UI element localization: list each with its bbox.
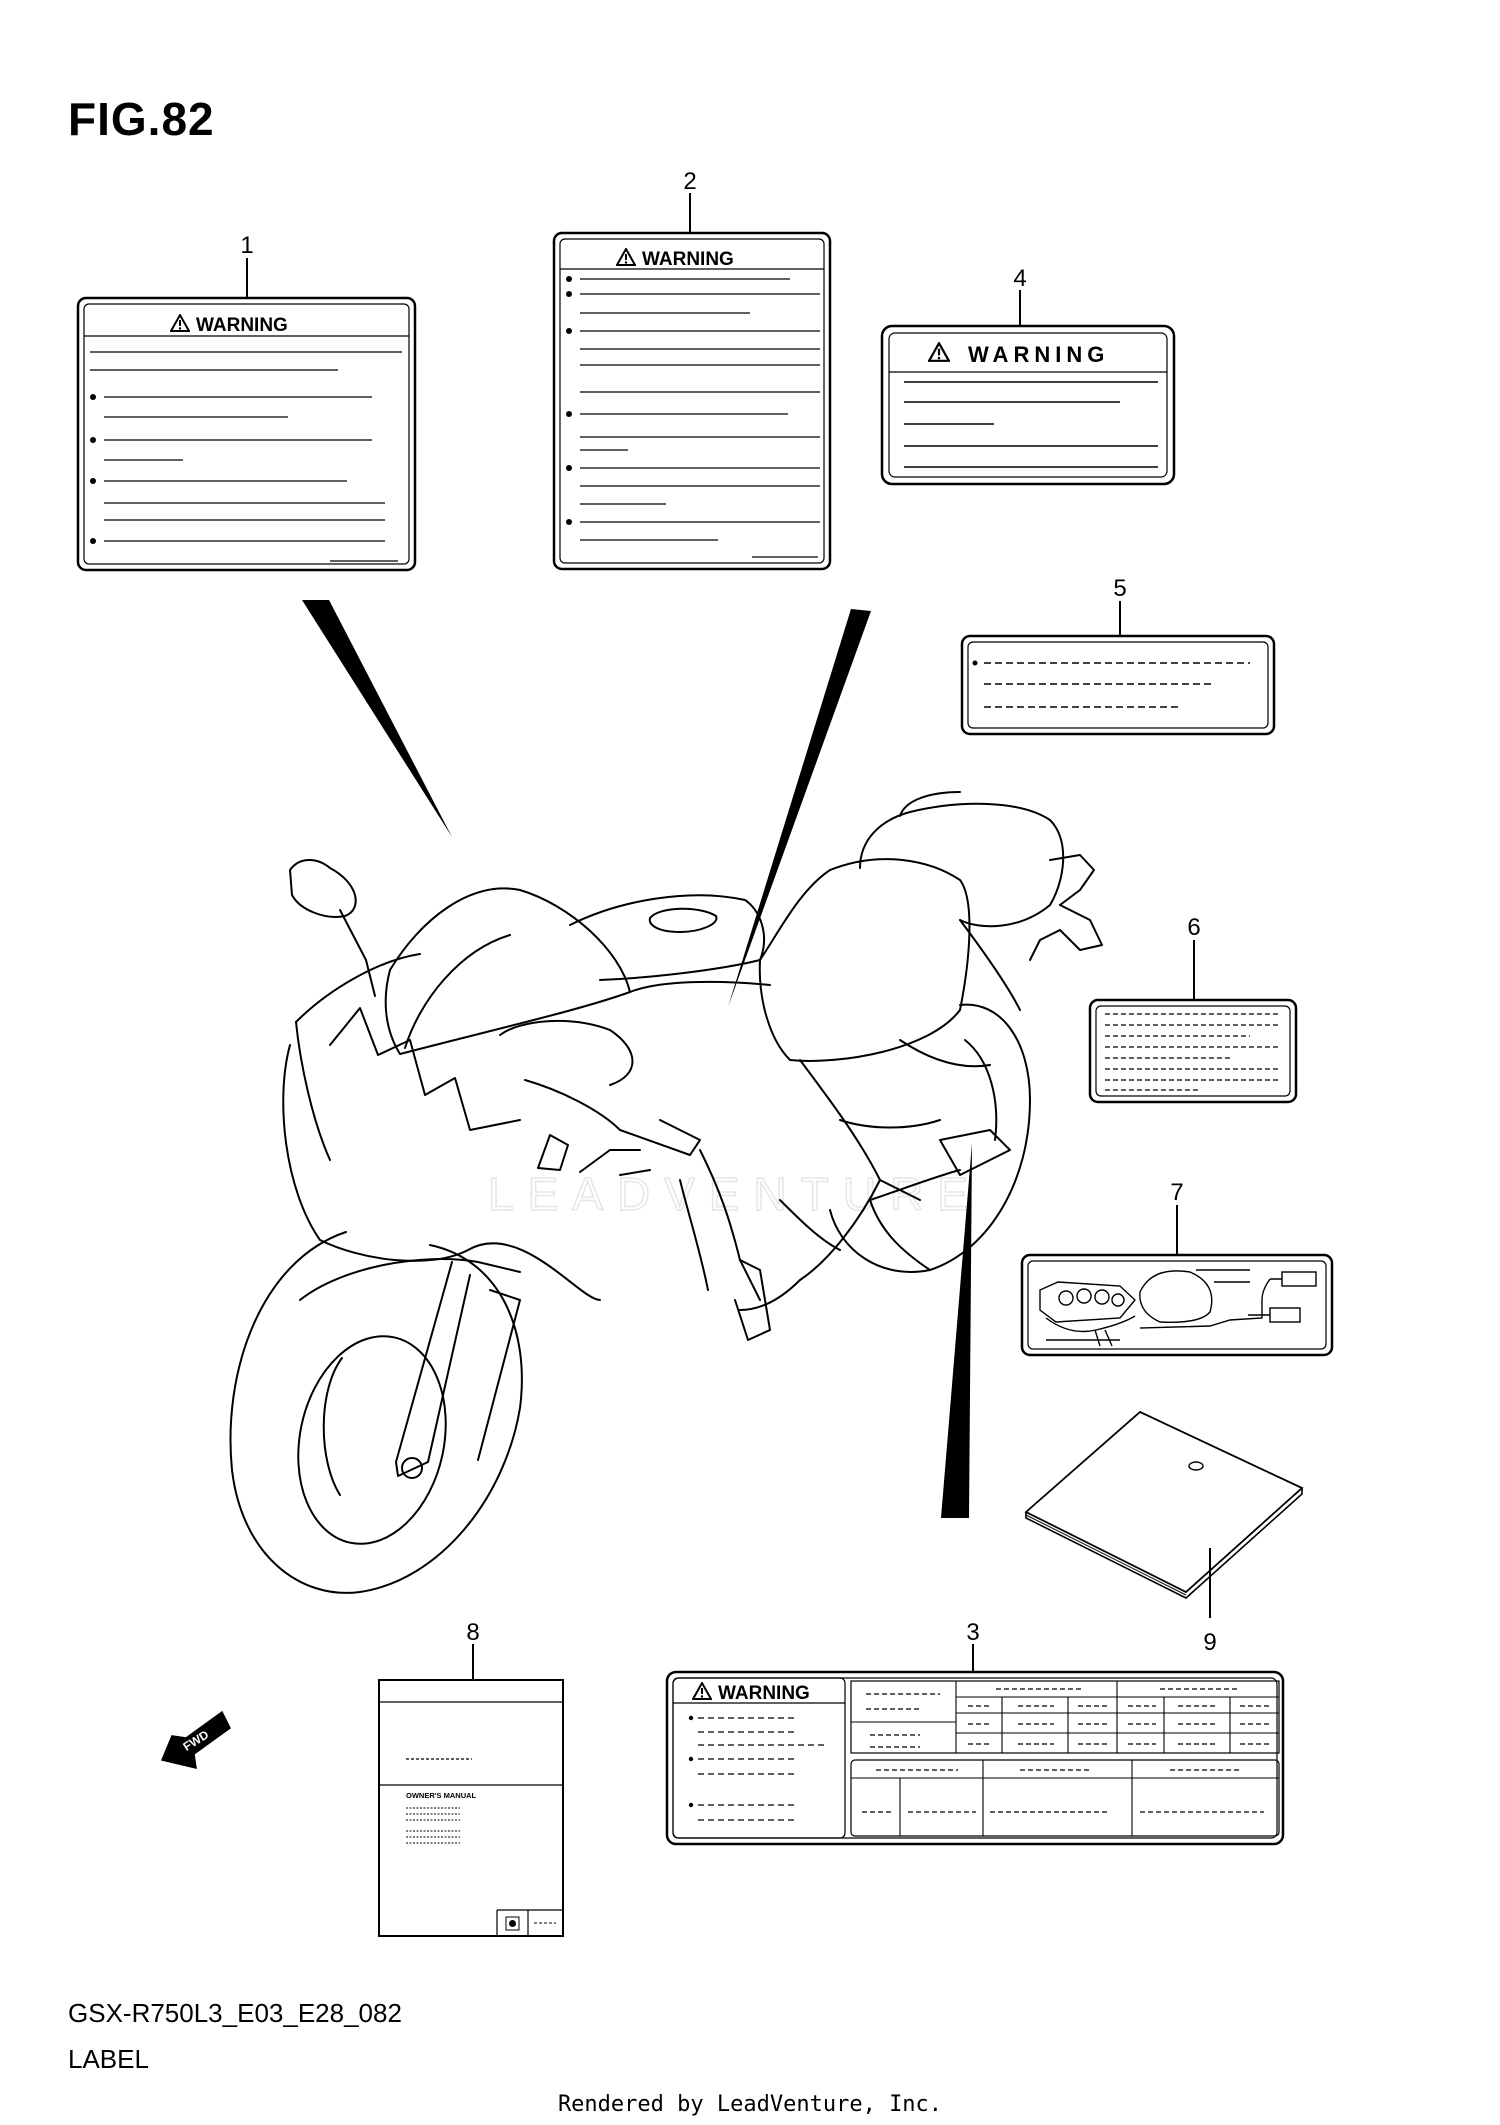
warning-heading: WARNING (968, 342, 1109, 367)
label-7[interactable]: 7 (1020, 1179, 1334, 1357)
item-9-booklet[interactable]: 9 (1024, 1410, 1304, 1656)
item-8-owners-manual[interactable]: 8 OWNER'S MANUAL (378, 1619, 564, 1937)
warning-heading: WARNING (642, 249, 734, 270)
label-5[interactable]: 5 (960, 575, 1276, 736)
callout-9: 9 (1203, 1629, 1216, 1656)
label-3[interactable]: 3 WARNING (665, 1619, 1285, 1846)
label-1[interactable]: 1 WARNING (76, 232, 417, 572)
motorcycle-outline (229, 791, 1103, 1594)
fwd-arrow-icon: FWD (160, 1710, 231, 1769)
section-name: LABEL (68, 2044, 149, 2074)
callout-6: 6 (1187, 914, 1200, 941)
brand-logo-icon (505, 1916, 520, 1931)
callout-4: 4 (1013, 265, 1026, 292)
callout-1: 1 (240, 232, 253, 259)
callout-5: 5 (1113, 575, 1126, 602)
manual-title: OWNER'S MANUAL (406, 1791, 477, 1800)
model-code: GSX-R750L3_E03_E28_082 (68, 1998, 402, 2028)
figure-title: FIG.82 (68, 93, 215, 145)
brand-logo-icon (509, 1920, 516, 1927)
render-credit: Rendered by LeadVenture, Inc. (557, 2092, 943, 2117)
callout-2: 2 (683, 168, 696, 195)
label-4[interactable]: 4 WARNING (880, 265, 1176, 486)
leader-arrows (302, 600, 972, 1518)
warning-heading: WARNING (196, 315, 288, 336)
callout-8: 8 (466, 1619, 479, 1646)
label-2[interactable]: 2 WARNING (552, 168, 832, 571)
label-6[interactable]: 6 (1088, 914, 1298, 1104)
callout-3: 3 (966, 1619, 979, 1646)
callout-7: 7 (1170, 1179, 1183, 1206)
warning-heading: WARNING (718, 1683, 810, 1704)
